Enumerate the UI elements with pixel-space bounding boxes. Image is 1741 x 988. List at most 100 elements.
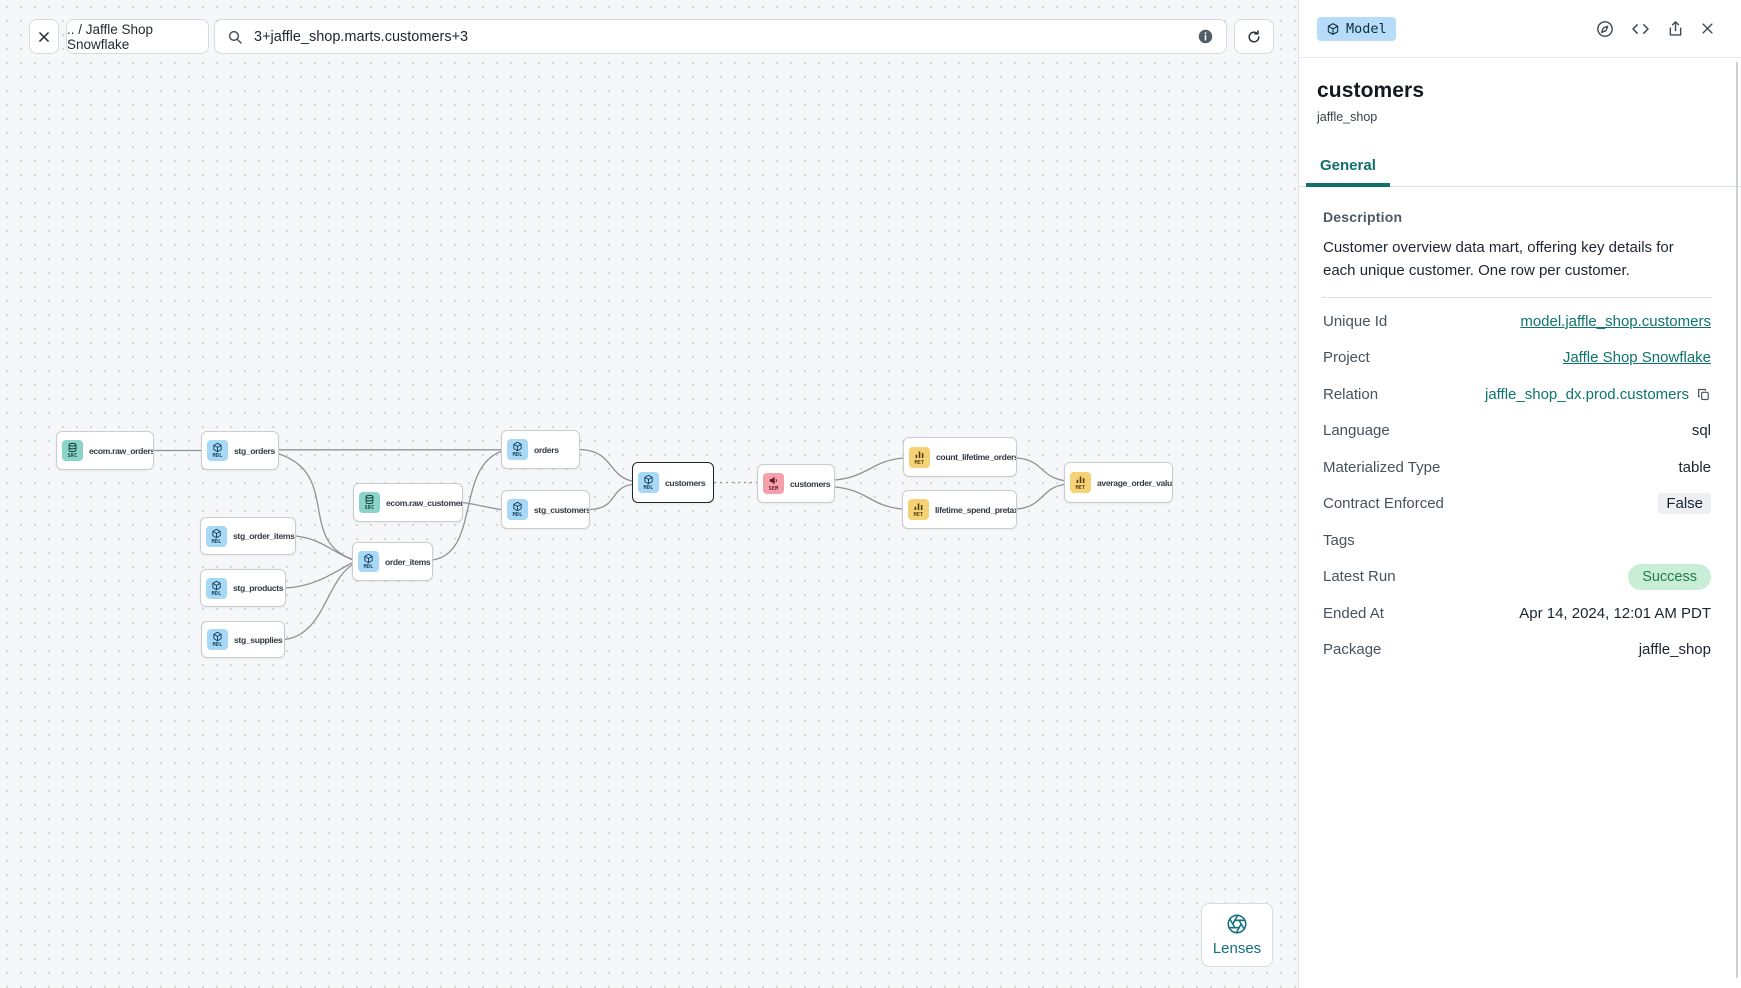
met-icon: MET: [909, 446, 930, 468]
lineage-edges: [154, 448, 1065, 641]
field-label: Ended At: [1323, 604, 1384, 622]
copy-icon[interactable]: [1696, 387, 1711, 402]
description-text: Customer overview data mart, offering ke…: [1323, 239, 1674, 279]
field-row-relation: Relation jaffle_shop_dx.prod.customers: [1323, 376, 1711, 413]
mdl-icon: MDL: [206, 525, 227, 547]
node-order-items[interactable]: MDL order_items: [352, 542, 433, 581]
field-label: Contract Enforced: [1323, 495, 1444, 513]
field-row-project: Project Jaffle Shop Snowflake: [1323, 340, 1711, 377]
edge: [579, 448, 633, 482]
field-label: Unique Id: [1323, 312, 1388, 330]
panel-body: Description Customer overview data mart,…: [1299, 187, 1741, 668]
node-label: ecom.raw_orders: [89, 445, 154, 456]
dotted-divider: [1323, 297, 1711, 298]
node-label: customers: [665, 477, 706, 488]
project-link[interactable]: Jaffle Shop Snowflake: [1562, 349, 1711, 367]
field-label: Relation: [1323, 385, 1379, 403]
mdl-icon: MDL: [507, 439, 528, 460]
materialized-type-value: table: [1678, 458, 1711, 476]
mdl-icon: MDL: [207, 440, 228, 461]
package-subtitle: jaffle_shop: [1317, 110, 1378, 124]
edge: [432, 450, 502, 561]
model-cube-icon: [1326, 22, 1340, 36]
edge: [589, 483, 633, 511]
edge: [295, 535, 353, 561]
relation-value: jaffle_shop_dx.prod.customers: [1484, 385, 1689, 403]
package-value: jaffle_shop: [1638, 641, 1711, 659]
info-icon[interactable]: [1197, 28, 1214, 45]
panel-header: Model: [1299, 0, 1741, 58]
mdl-icon: MDL: [358, 551, 379, 572]
details-panel: Model customers jaffle_shop General Desc…: [1298, 0, 1741, 988]
field-row-ended-at: Ended At Apr 14, 2024, 12:01 AM PDT: [1323, 595, 1711, 632]
node-average-order-value[interactable]: MET average_order_value: [1064, 462, 1173, 503]
met-icon: MET: [908, 499, 929, 520]
field-row-contract-enforced: Contract Enforced False: [1323, 486, 1711, 523]
code-icon[interactable]: [1630, 19, 1651, 39]
resource-type-label: Model: [1346, 20, 1387, 37]
field-row-materialized-type: Materialized Type table: [1323, 449, 1711, 486]
search-input[interactable]: [252, 27, 1188, 46]
edge: [462, 501, 502, 511]
breadcrumb[interactable]: .. / Jaffle Shop Snowflake: [66, 19, 209, 54]
node-label: average_order_value: [1097, 477, 1173, 488]
panel-tabs: General: [1299, 149, 1741, 187]
status-badge: Success: [1628, 563, 1711, 590]
edge: [1016, 483, 1065, 510]
node-stg-orders[interactable]: MDL stg_orders: [201, 431, 279, 470]
node-label: stg_customers: [534, 504, 590, 515]
node-label: count_lifetime_orders: [936, 452, 1017, 462]
node-label: orders: [534, 444, 559, 455]
unique-id-link[interactable]: model.jaffle_shop.customers: [1520, 312, 1711, 330]
share-icon[interactable]: [1666, 19, 1685, 39]
node-label: stg_orders: [234, 445, 275, 456]
field-label: Materialized Type: [1323, 458, 1441, 476]
sem-icon: SEM: [763, 473, 784, 494]
node-label: order_items: [385, 556, 431, 567]
node-count-lifetime-orders[interactable]: MET count_lifetime_orders: [903, 437, 1017, 477]
contract-enforced-badge: False: [1658, 493, 1711, 515]
field-row-language: Language sql: [1323, 413, 1711, 450]
field-row-unique-id: Unique Id model.jaffle_shop.customers: [1323, 303, 1711, 340]
edge: [285, 562, 353, 589]
ended-at-value: Apr 14, 2024, 12:01 AM PDT: [1519, 604, 1711, 622]
mdl-icon: MDL: [638, 472, 659, 493]
refresh-icon: [1245, 28, 1263, 46]
node-label: stg_products: [233, 583, 284, 593]
edge: [834, 457, 904, 481]
lenses-button[interactable]: Lenses: [1201, 903, 1273, 967]
close-panel-icon[interactable]: [1700, 19, 1715, 39]
field-label: Tags: [1323, 531, 1355, 549]
node-stg-products[interactable]: MDL stg_products: [200, 569, 286, 607]
node-label: lifetime_spend_pretax: [935, 504, 1017, 515]
close-lineage-button[interactable]: [29, 19, 59, 54]
field-label: Language: [1323, 422, 1390, 440]
node-label: customers: [790, 478, 831, 489]
node-customers-sem[interactable]: SEM customers: [757, 464, 835, 503]
node-customers[interactable]: MDL customers: [632, 462, 714, 503]
tab-general[interactable]: General: [1306, 149, 1390, 187]
edge: [284, 564, 353, 641]
field-label: Project: [1323, 349, 1370, 367]
node-orders[interactable]: MDL orders: [501, 430, 580, 469]
close-icon: [37, 30, 51, 44]
mdl-icon: MDL: [207, 629, 228, 650]
node-lifetime-spend-pretax[interactable]: MET lifetime_spend_pretax: [902, 490, 1017, 529]
search-icon: [227, 29, 243, 45]
language-value: sql: [1691, 422, 1711, 440]
met-icon: MET: [1070, 472, 1091, 493]
explore-compass-icon[interactable]: [1595, 19, 1615, 39]
mdl-icon: MDL: [206, 577, 227, 599]
panel-scrollbar[interactable]: [1736, 62, 1738, 978]
field-row-tags: Tags: [1323, 522, 1711, 559]
refresh-button[interactable]: [1234, 19, 1274, 54]
